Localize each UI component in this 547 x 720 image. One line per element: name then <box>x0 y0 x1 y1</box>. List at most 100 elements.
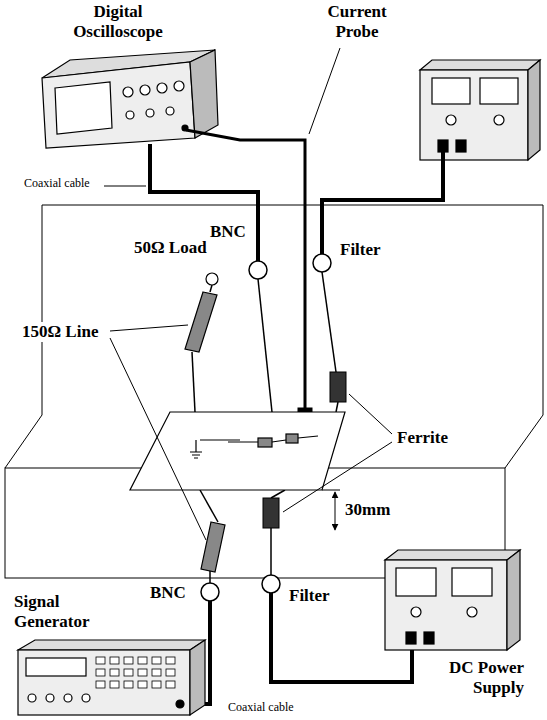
signal-generator <box>96 657 105 664</box>
power-supply-upper <box>528 60 540 160</box>
part-label: Ferrite <box>395 428 450 448</box>
part-label: Digital Oscilloscope <box>55 2 181 43</box>
load-cylinder <box>201 522 225 572</box>
signal-generator <box>138 681 147 688</box>
signal-generator <box>138 669 147 676</box>
signal-generator <box>96 681 105 688</box>
oscilloscope <box>190 50 218 138</box>
signal-generator <box>64 694 72 702</box>
filter-connector <box>313 254 331 272</box>
leader-line <box>349 394 392 434</box>
dc-power-supply <box>385 560 507 650</box>
dimension-line <box>335 492 336 530</box>
shield-box <box>5 415 42 468</box>
wire <box>209 570 211 583</box>
wire <box>270 528 272 575</box>
part-label: DC Power Supply <box>422 658 526 699</box>
power-supply-upper <box>432 78 470 104</box>
part-label: Coaxial cable <box>22 176 92 190</box>
signal-generator <box>166 657 175 664</box>
dc-power-supply <box>467 607 477 617</box>
oscilloscope <box>55 82 112 134</box>
ferrite-core <box>330 372 346 402</box>
part-label: Coaxial cable <box>226 700 296 714</box>
coaxial-cable <box>322 152 443 254</box>
filter-connector <box>262 575 280 593</box>
ferrite-core <box>263 498 279 528</box>
leader-line <box>110 325 188 331</box>
bnc-connector <box>249 261 267 279</box>
part-label: 150Ω Line <box>20 322 100 342</box>
signal-generator <box>124 681 133 688</box>
power-supply-upper <box>438 140 448 152</box>
signal-generator <box>18 650 190 715</box>
oscilloscope <box>42 62 195 148</box>
dc-power-supply <box>396 568 436 596</box>
signal-generator <box>110 681 119 688</box>
power-supply-upper <box>420 60 540 160</box>
test-board <box>130 412 345 490</box>
test-board <box>200 436 318 442</box>
power-supply-upper <box>420 60 540 70</box>
shield-box <box>505 415 543 468</box>
signal-generator <box>26 658 86 676</box>
test-board <box>130 412 345 490</box>
part-label: BNC <box>148 583 188 603</box>
load-cylinder <box>185 292 217 352</box>
wire <box>258 279 272 412</box>
signal-generator <box>124 669 133 676</box>
dc-power-supply <box>507 550 520 650</box>
signal-generator <box>190 640 205 715</box>
signal-generator <box>152 669 161 676</box>
dimension-line <box>322 490 340 491</box>
wire <box>210 285 212 292</box>
part-label: Current Probe <box>312 2 402 43</box>
oscilloscope <box>166 107 174 115</box>
oscilloscope <box>126 111 134 119</box>
wire <box>271 490 285 498</box>
current-probe <box>186 130 312 418</box>
signal-generator <box>152 657 161 664</box>
oscilloscope <box>123 87 133 97</box>
dc-power-supply <box>385 550 520 560</box>
oscilloscope <box>42 50 218 148</box>
leader-line <box>104 48 392 540</box>
oscilloscope <box>146 109 154 117</box>
part-label: 50Ω Load <box>132 238 209 258</box>
power-supply-upper <box>480 78 518 104</box>
signal-generator <box>110 669 119 676</box>
dc-power-supply <box>424 632 434 644</box>
current-probe <box>186 130 305 412</box>
signal-generator <box>152 681 161 688</box>
test-board <box>286 434 298 443</box>
signal-generator <box>138 657 147 664</box>
test-board <box>258 438 272 447</box>
load-cylinder <box>206 273 218 285</box>
dc-power-supply <box>406 632 416 644</box>
oscilloscope <box>157 83 167 93</box>
signal-generator <box>110 657 119 664</box>
leader-line <box>104 186 146 187</box>
leader-line <box>309 48 340 134</box>
signal-generator <box>176 700 184 708</box>
wire <box>336 402 338 412</box>
dimension-line <box>322 490 340 530</box>
signal-generator <box>124 657 133 664</box>
part-label: Signal Generator <box>12 592 116 633</box>
part-label: Filter <box>287 586 332 606</box>
dc-power-supply <box>452 568 492 596</box>
wire <box>322 272 336 372</box>
oscilloscope <box>174 81 184 91</box>
dc-power-supply <box>411 607 421 617</box>
power-supply-upper <box>446 115 456 125</box>
signal-generator <box>82 694 90 702</box>
part-label: 30mm <box>343 500 392 520</box>
wire <box>200 490 218 522</box>
signal-generator <box>166 681 175 688</box>
test-board <box>190 440 202 458</box>
power-supply-upper <box>420 70 528 160</box>
part-label: Filter <box>338 240 383 260</box>
dc-power-supply <box>385 550 520 650</box>
signal-generator <box>18 640 205 650</box>
shield-box <box>5 205 543 578</box>
